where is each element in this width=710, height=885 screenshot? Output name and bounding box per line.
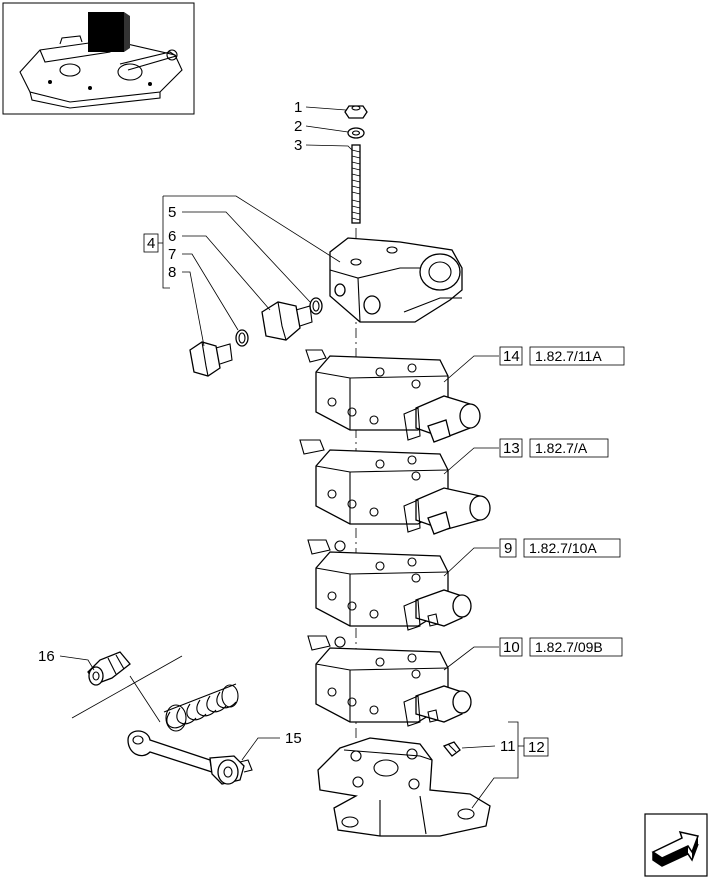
callout-15: 15 [285,730,302,747]
lever-link-part [127,730,253,785]
seal-ring-part [235,329,249,347]
nut-part [344,105,368,119]
callout-12: 12 [528,739,545,756]
callout-5: 5 [168,204,176,221]
callout-14: 14 [503,348,520,365]
valve-section-9 [307,539,472,631]
tractor-rear-lift-thumbnail-icon [19,12,183,109]
callout-6: 6 [168,228,176,245]
callout-9-box [499,538,517,558]
ref-10[interactable]: 1.82.7/09B [535,639,603,655]
callout-13: 13 [503,440,520,457]
callout-10: 10 [503,639,520,656]
inlet-block-part [329,237,463,323]
ref-10-box [529,637,623,657]
callout-labels: 1 2 3 4 5 6 7 8 14 1.82.7/11A 13 1.82.7/… [38,99,625,757]
plug-part [189,341,233,377]
spring-part [163,683,239,732]
leader-lines [59,106,524,809]
end-plate-bracket-part [317,737,491,837]
callout-4-box [143,233,159,253]
valve-cartridge-part [261,301,313,341]
ref-14[interactable]: 1.82.7/11A [535,348,602,364]
thumbnail-frame[interactable] [2,2,195,115]
washer-part [347,127,365,139]
ref-13-box [529,438,609,458]
callout-13-box [499,438,523,458]
callout-1: 1 [294,99,302,116]
callout-2: 2 [294,118,302,135]
valve-section-10 [307,635,472,727]
next-page-button[interactable] [644,813,708,877]
ref-9-box [523,538,621,558]
callout-10-box [499,637,523,657]
callout-12-box [523,737,549,757]
callout-3: 3 [294,137,302,154]
ref-13[interactable]: 1.82.7/A [535,440,588,456]
callout-14-box [499,346,523,366]
ref-14-box [529,346,625,366]
valve-section-14 [305,349,481,443]
ref-9[interactable]: 1.82.7/10A [529,540,597,556]
callout-9: 9 [504,540,512,557]
small-screw-part [442,741,461,757]
o-ring-part [309,297,323,315]
fitting-part [87,651,131,686]
callout-7: 7 [168,246,176,263]
callout-16: 16 [38,648,55,665]
next-page-arrow-icon [651,830,700,867]
callout-11: 11 [500,738,516,755]
stud-part [351,144,361,224]
callout-8: 8 [168,264,176,281]
valve-section-13 [299,439,491,535]
callout-4: 4 [147,235,155,252]
